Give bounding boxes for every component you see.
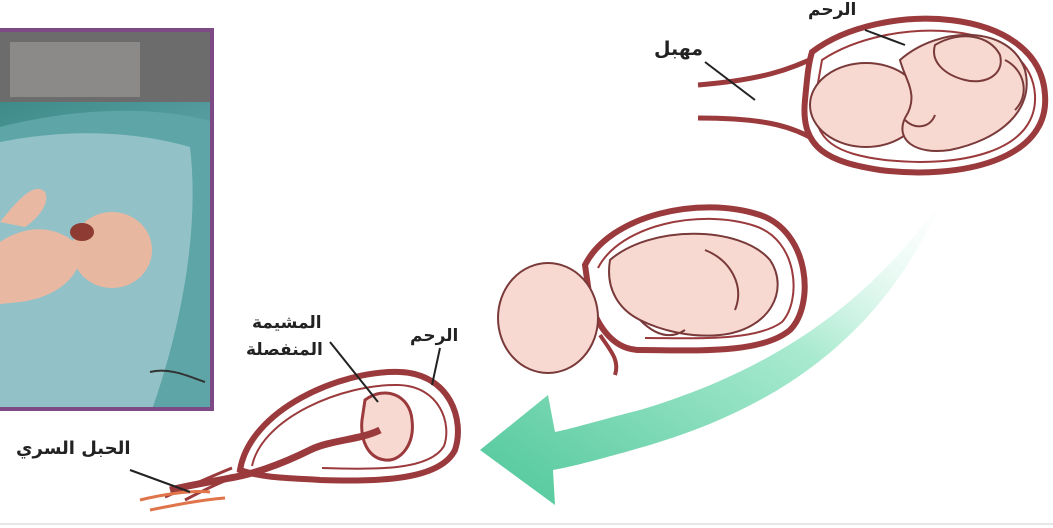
- newborn-baby-photo: [0, 28, 214, 411]
- placenta-label-line1: المشيمة: [252, 313, 322, 333]
- cord-pointer: [130, 470, 190, 492]
- umbilical-cord-label: الحبل السري: [16, 438, 131, 459]
- stage-2-uterus: [498, 207, 805, 375]
- placenta-label-line2: المنفصلة: [246, 340, 323, 360]
- uterus-top-label: الرحم: [808, 0, 856, 20]
- uterus-bottom-label: الرحم: [410, 326, 458, 346]
- cervix-label: مهبل: [654, 38, 703, 60]
- uterus-bottom-pointer: [432, 348, 440, 385]
- newborn-baby-icon: [0, 32, 214, 411]
